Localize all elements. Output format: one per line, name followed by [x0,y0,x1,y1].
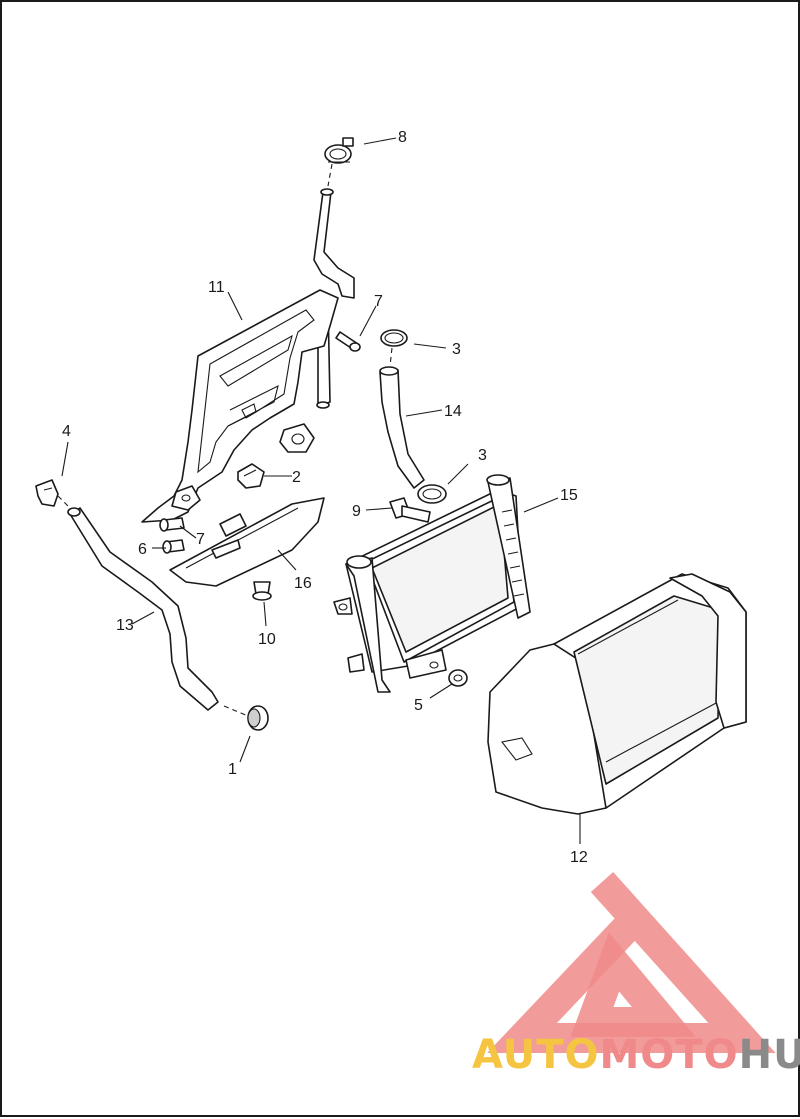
callout-12: 12 [570,849,588,866]
part-14-hose [379,366,425,489]
part-5-washer [448,669,468,687]
callout-10: 10 [258,631,276,648]
callout-1: 1 [228,761,237,778]
part-1-cap [247,705,269,731]
watermark-moto: MOTO [600,1032,739,1078]
part-9-fitting [389,497,431,523]
part-15-oil-cooler [333,474,531,693]
watermark-triangle-inner [570,932,697,1037]
callout-11: 11 [208,279,225,296]
part-13-hose [67,507,219,711]
callout-labels: 8 11 7 3 14 4 2 3 15 9 7 6 16 13 10 5 1 … [62,129,588,866]
watermark-logo: AUTOMOTOHUB [472,871,800,1078]
part-7-screw-lower [159,517,185,532]
callout-15: 15 [560,487,578,504]
callout-7: 7 [196,531,205,548]
callout-8: 8 [398,129,407,146]
part-3-clamp-lower [417,484,447,504]
watermark-auto: AUTO [472,1032,600,1078]
part-8-hose-clamp [324,137,354,164]
callout-14: 14 [444,403,462,420]
callout-9: 9 [352,503,361,520]
callout-3: 3 [452,341,461,358]
part-2-clip [237,463,265,489]
part-16-tray [169,497,325,587]
callout-7: 7 [374,293,383,310]
part-3-clamp-upper [380,329,408,347]
callout-16: 16 [294,575,312,592]
watermark-hub: HUB [739,1032,800,1078]
part-7-bolt-upper [335,331,361,352]
leader-lines [57,137,581,844]
part-11-mounting-bracket [141,289,339,523]
callout-3: 3 [478,447,487,464]
part-4-connector [35,479,59,507]
callout-2: 2 [292,469,301,486]
watermark-text: AUTOMOTOHUB [472,1032,800,1078]
callout-4: 4 [62,423,71,440]
part-10-fastener [252,581,272,601]
callout-5: 5 [414,697,423,714]
callout-6: 6 [138,541,147,558]
part-6-screw [162,539,185,554]
callout-13: 13 [116,617,134,634]
part-12-shroud [487,573,747,815]
watermark-triangle-outer [487,871,776,1053]
